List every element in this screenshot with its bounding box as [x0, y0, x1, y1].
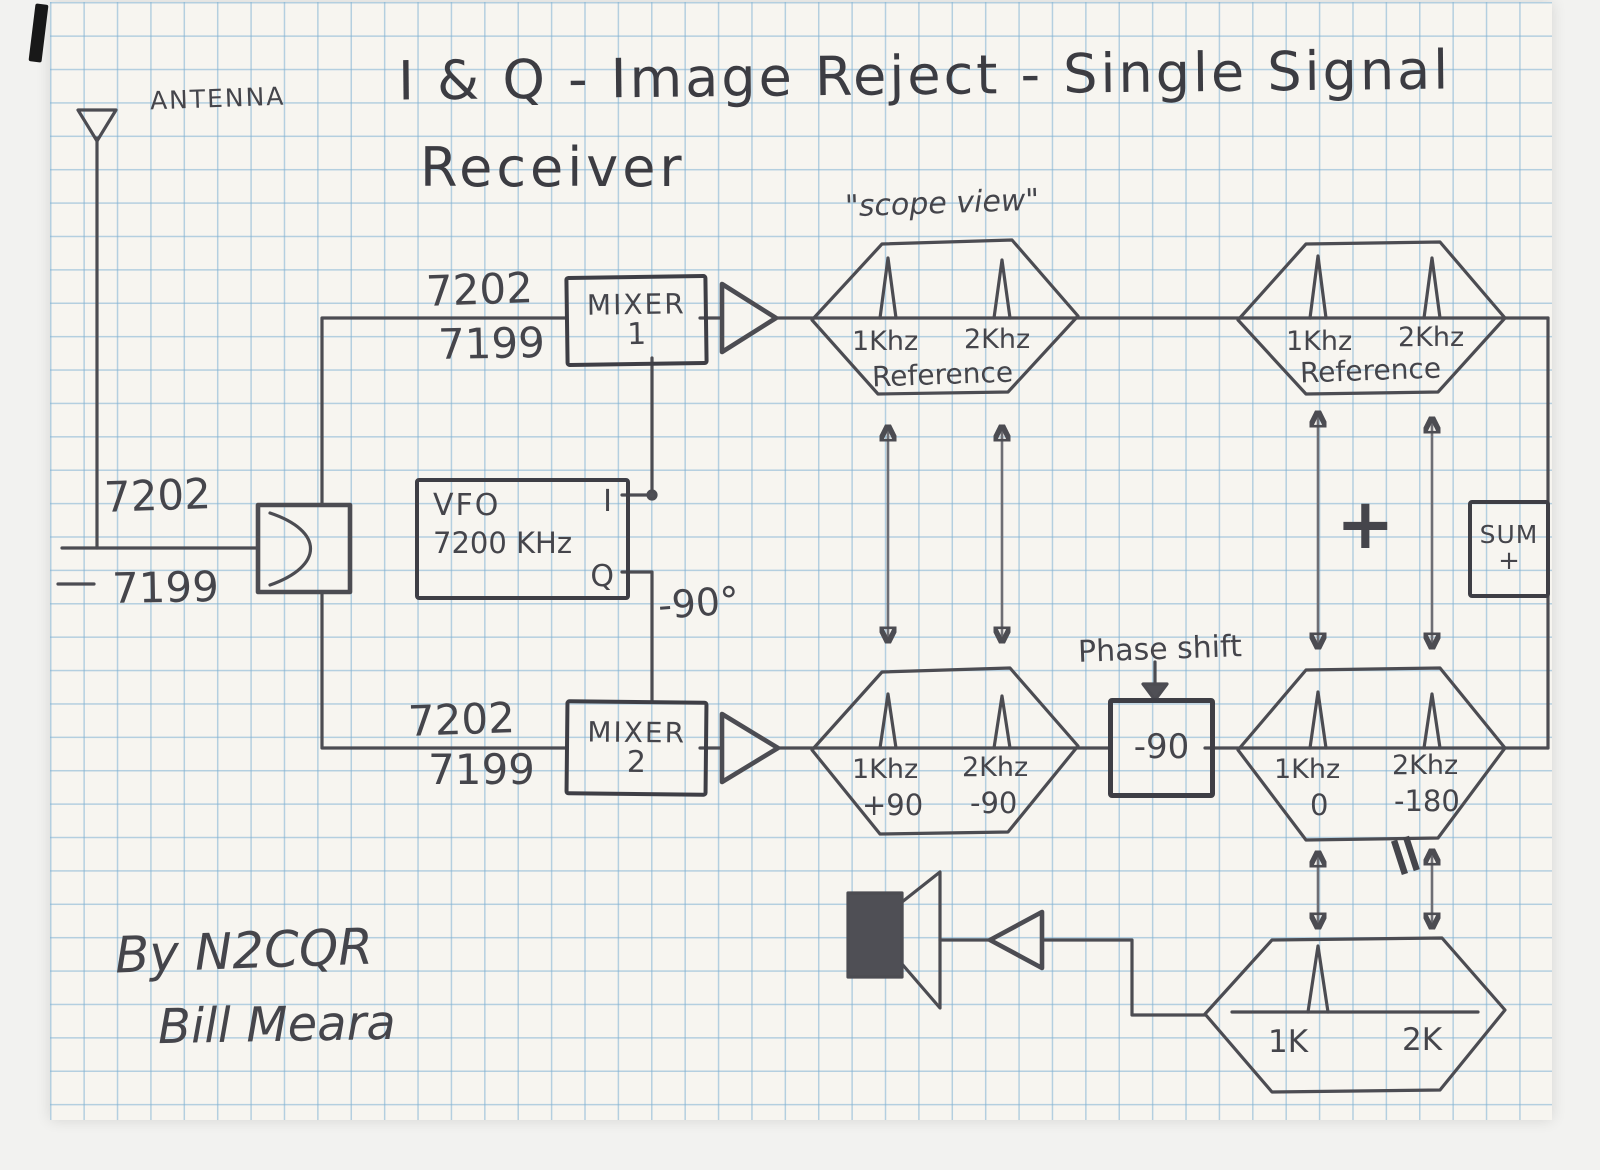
scope3-phase2: -90: [970, 786, 1018, 820]
sum-plus: +: [1498, 546, 1520, 577]
scope4-1khz: 1Khz: [1274, 754, 1341, 785]
wire-vfo-q: [620, 570, 654, 702]
mixer2-box: MIXER 2: [564, 699, 709, 797]
scope2-1khz: 1Khz: [1286, 326, 1353, 357]
scope-view-caption: "scope view": [844, 182, 1040, 225]
wire-amp-scope5: [1040, 938, 1207, 1017]
scope2-outline: [1236, 240, 1507, 396]
scope1-2khz: 2Khz: [964, 324, 1031, 355]
scope5-spike-1k: [1306, 944, 1330, 1014]
scope3-spike-2khz: [992, 694, 1012, 750]
vfo-label: VFO: [433, 488, 501, 523]
vfo-q-port: Q: [590, 558, 614, 594]
mixer2-number: 2: [626, 744, 647, 781]
page-title-line2: Receiver: [420, 136, 686, 199]
scope3-1khz: 1Khz: [852, 754, 919, 785]
input-freq-7199: 7199: [111, 562, 220, 613]
scope1-reference: Reference: [871, 355, 1014, 394]
mixer1-box: MIXER 1: [564, 274, 709, 367]
scope3-2khz: 2Khz: [962, 752, 1029, 783]
scope1-1khz: 1Khz: [852, 326, 919, 357]
graph-paper: [50, 2, 1552, 1120]
input-freq-7202: 7202: [103, 469, 212, 522]
scope4-2khz: 2Khz: [1392, 750, 1459, 781]
scope4-spike-2khz: [1422, 692, 1442, 750]
sum-label: SUM: [1479, 520, 1539, 550]
scope4-phase1: 0: [1310, 788, 1329, 822]
sum-plus-sign: +: [1336, 483, 1395, 565]
scope4-spike-1khz: [1308, 690, 1328, 750]
scope1-spike-2khz: [992, 258, 1012, 320]
mixer2-label: MIXER: [587, 715, 687, 750]
scope2-reference: Reference: [1299, 351, 1442, 390]
phase-shift-value: -90: [1133, 727, 1190, 768]
amp1-triangle: [719, 281, 779, 355]
scope5-2k: 2K: [1402, 1022, 1443, 1058]
upper-freq-7202: 7202: [425, 263, 534, 316]
lower-freq-7199: 7199: [428, 745, 535, 794]
scope3-outline: [810, 666, 1080, 836]
lower-freq-7202: 7202: [407, 693, 516, 746]
scope2-spike-2khz: [1422, 256, 1442, 320]
antenna-icon: [76, 108, 118, 550]
upper-freq-7199: 7199: [437, 318, 546, 369]
mixer1-number: 1: [626, 317, 647, 353]
phase-shift-arrow-icon: [1141, 660, 1169, 702]
scope1-spike-1khz: [878, 256, 898, 320]
vfo-box: VFO 7200 KHz I Q: [415, 478, 630, 600]
vfo-i-port: I: [603, 484, 612, 519]
credit-line1: By N2CQR: [114, 917, 374, 985]
junction-dot: [646, 489, 658, 501]
amp3-triangle: [987, 909, 1045, 971]
credit-line2: Bill Meara: [157, 994, 397, 1056]
wire-upper-path: [320, 316, 567, 507]
antenna-label: ANTENNA: [149, 81, 286, 116]
scope4-outline: [1236, 666, 1507, 842]
wire-lower-path: [320, 590, 567, 750]
phase-shift-caption: Phase shift: [1077, 629, 1243, 670]
scope1-outline: [810, 238, 1080, 396]
speaker-icon: [846, 870, 942, 1010]
scope4-phase2: -180: [1394, 784, 1460, 818]
phase-shift-box: -90: [1108, 698, 1215, 798]
splitter-box: [255, 502, 353, 595]
scope2-2khz: 2Khz: [1398, 322, 1465, 353]
vfo-frequency: 7200 KHz: [433, 525, 573, 560]
page-title-line1: I & Q - Image Reject - Single Signal: [397, 38, 1452, 113]
scope5-1k: 1K: [1268, 1024, 1309, 1060]
amp2-triangle: [719, 711, 781, 785]
wire-vfo-i: [620, 356, 654, 497]
mixer1-label: MIXER: [586, 287, 686, 322]
scope2-spike-1khz: [1308, 254, 1328, 320]
sum-box: SUM +: [1468, 500, 1550, 598]
q-phase-label: -90°: [656, 578, 741, 628]
scope3-spike-1khz: [878, 692, 898, 750]
scope5-outline: [1203, 936, 1507, 1094]
scope3-phase1: +90: [862, 788, 924, 822]
